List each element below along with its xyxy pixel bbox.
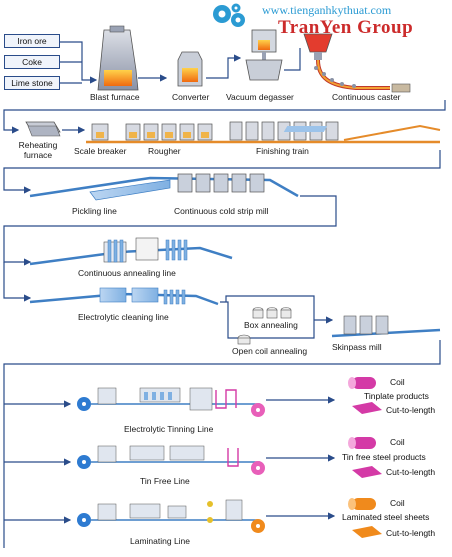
label-pickling-line: Pickling line [72, 206, 117, 216]
label-blast-furnace: Blast furnace [90, 92, 140, 102]
electrolytic-cleaning-line-icon [29, 287, 219, 306]
label-rougher: Rougher [148, 146, 181, 156]
converter-icon [177, 51, 203, 87]
box-annealing-icon [252, 307, 292, 319]
tinplate-sheet-icon [352, 402, 382, 414]
product-2-cut: Cut-to-length [386, 467, 436, 477]
tinfree-coil-icon [348, 437, 376, 449]
product-3-coil: Coil [390, 498, 405, 508]
cold-strip-mill-icon [177, 173, 265, 193]
label-cleaning-line: Electrolytic cleaning line [78, 312, 169, 322]
product-3-name: Laminated steel sheets [342, 512, 430, 522]
laminated-sheet-icon [352, 526, 382, 538]
laminated-coil-icon [348, 498, 376, 510]
label-annealing-line: Continuous annealing line [78, 268, 176, 278]
label-continuous-caster: Continuous caster [332, 92, 401, 102]
reheating-furnace-icon [25, 121, 61, 137]
tinplate-coil-icon [348, 377, 376, 389]
label-cold-strip-mill: Continuous cold strip mill [174, 206, 269, 216]
label-converter: Converter [172, 92, 210, 102]
label-tin-free-line: Tin Free Line [140, 476, 190, 486]
gear-logo-icon [213, 3, 245, 27]
watermark-brand: TranYen Group [278, 17, 414, 38]
product-2-coil: Coil [390, 437, 405, 447]
label-skinpass-mill: Skinpass mill [332, 342, 382, 352]
hot-strip-line-icon [86, 121, 441, 144]
label-vacuum-degasser: Vacuum degasser [226, 92, 294, 102]
tin-free-line-icon [77, 445, 265, 475]
watermark-url: www.tienganhkythuat.com [262, 3, 392, 17]
open-coil-annealing-icon [237, 334, 251, 345]
label-finishing-train: Finishing train [256, 146, 309, 156]
input-coke: Coke [4, 55, 60, 69]
electrolytic-tinning-line-icon [77, 387, 265, 417]
skinpass-mill-icon [331, 315, 441, 338]
label-tinning-line: Electrolytic Tinning Line [124, 424, 214, 434]
label-open-coil-annealing: Open coil annealing [232, 346, 308, 356]
label-reheating-furnace: Reheating furnace [18, 140, 58, 160]
product-3-cut: Cut-to-length [386, 528, 436, 538]
input-lime-stone: Lime stone [4, 76, 60, 90]
laminating-line-icon [77, 499, 265, 533]
tinfree-sheet-icon [352, 466, 382, 478]
product-1-coil: Coil [390, 377, 405, 387]
vacuum-degasser-icon [245, 29, 283, 81]
label-scale-breaker: Scale breaker [74, 146, 127, 156]
product-2-name: Tin free steel products [342, 452, 426, 462]
continuous-caster-icon [303, 33, 411, 93]
input-iron-ore: Iron ore [4, 34, 60, 48]
label-laminating-line: Laminating Line [130, 536, 191, 546]
continuous-annealing-line-icon [29, 237, 233, 266]
product-1-name: Tinplate products [364, 391, 429, 401]
label-box-annealing: Box annealing [244, 320, 298, 330]
product-1-cut: Cut-to-length [386, 405, 436, 415]
blast-furnace-icon [97, 25, 139, 91]
